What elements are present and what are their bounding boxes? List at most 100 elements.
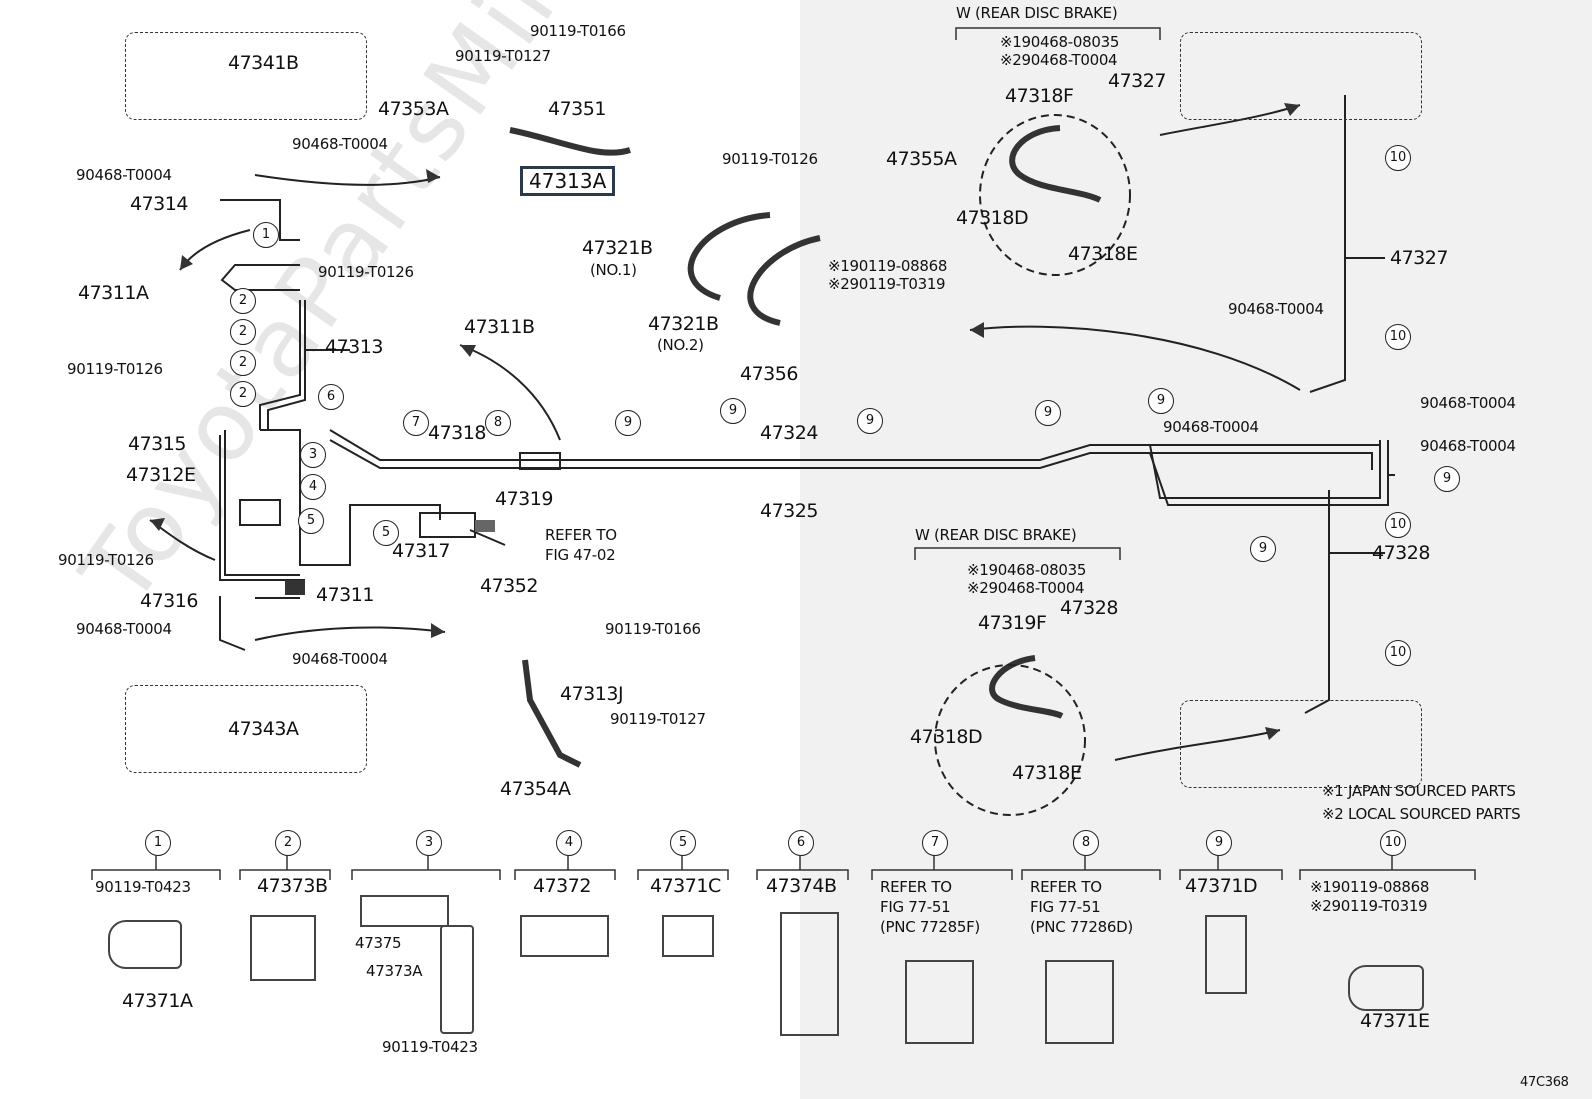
part-label[interactable]: 47318E — [1012, 762, 1082, 784]
part-label[interactable]: 47327 — [1108, 70, 1166, 92]
clip-callout[interactable]: 9 — [615, 410, 641, 436]
part-label[interactable]: 47314 — [130, 193, 188, 215]
clip-callout[interactable]: 2 — [230, 350, 256, 376]
legend-part[interactable]: 47371D — [1185, 875, 1258, 897]
part-label[interactable]: 90119-T0166 — [605, 620, 701, 638]
legend-part[interactable]: 90119-T0423 — [95, 878, 191, 896]
part-label[interactable]: 90468-T0004 — [1420, 437, 1516, 455]
legend-refer-link[interactable]: FIG 77-51 — [1030, 898, 1101, 916]
part-label[interactable]: ※290119-T0319 — [828, 275, 946, 293]
part-label[interactable]: 47319 — [495, 488, 553, 510]
part-label[interactable]: 90468-T0004 — [292, 135, 388, 153]
part-label[interactable]: ※190468-08035 — [1000, 33, 1120, 51]
part-label[interactable]: ※290468-T0004 — [1000, 51, 1118, 69]
part-label[interactable]: 47311A — [78, 282, 149, 304]
legend-part[interactable]: 47373B — [257, 875, 328, 897]
clip-callout[interactable]: 10 — [1385, 512, 1411, 538]
part-label[interactable]: 47341B — [228, 52, 299, 74]
part-label[interactable]: 47319F — [978, 612, 1047, 634]
clip-callout[interactable]: 10 — [1385, 324, 1411, 350]
part-label[interactable]: 47318D — [956, 207, 1029, 229]
clip-callout[interactable]: 5 — [298, 508, 324, 534]
clip-callout[interactable]: 9 — [1434, 466, 1460, 492]
part-label[interactable]: 47325 — [760, 500, 818, 522]
part-label[interactable]: ※190119-08868 — [828, 257, 948, 275]
part-label[interactable]: 47327 — [1390, 247, 1448, 269]
part-label[interactable]: 90119-T0166 — [530, 22, 626, 40]
part-label[interactable]: 47356 — [740, 363, 798, 385]
part-label[interactable]: 47354A — [500, 778, 571, 800]
clip-callout[interactable]: 3 — [300, 442, 326, 468]
legend-part[interactable]: ※190119-08868 — [1310, 878, 1430, 896]
part-label[interactable]: 90119-T0127 — [455, 47, 551, 65]
part-label[interactable]: 47352 — [480, 575, 538, 597]
clip-callout[interactable]: 8 — [485, 410, 511, 436]
legend-number: 1 — [145, 830, 171, 856]
part-label[interactable]: 47343A — [228, 718, 299, 740]
part-label[interactable]: 47313J — [560, 683, 624, 705]
part-label[interactable]: 47321B — [582, 237, 653, 259]
part-label[interactable]: 47328 — [1060, 597, 1118, 619]
legend-part[interactable]: 47372 — [533, 875, 591, 897]
part-label[interactable]: 47312E — [126, 464, 196, 486]
clip-callout[interactable]: 10 — [1385, 640, 1411, 666]
part-label[interactable]: ※290468-T0004 — [967, 579, 1085, 597]
part-label[interactable]: 47355A — [886, 148, 957, 170]
part-label[interactable]: 47313 — [325, 336, 383, 358]
refer-link[interactable]: FIG 47-02 — [545, 546, 616, 564]
clip-callout[interactable]: 7 — [403, 410, 429, 436]
clip-callout[interactable]: 2 — [230, 381, 256, 407]
part-label[interactable]: 47318 — [428, 422, 486, 444]
part-label[interactable]: 47316 — [140, 590, 198, 612]
section-title-rear-disc-1: W (REAR DISC BRAKE) — [956, 4, 1118, 22]
legend-part[interactable]: 47371E — [1360, 1010, 1430, 1032]
part-label[interactable]: 90468-T0004 — [1228, 300, 1324, 318]
part-label[interactable]: 47318E — [1068, 243, 1138, 265]
legend-part[interactable]: 47371C — [650, 875, 721, 897]
part-label[interactable]: 90119-T0126 — [58, 551, 154, 569]
part-label[interactable]: 47351 — [548, 98, 606, 120]
part-label[interactable]: 47318F — [1005, 85, 1074, 107]
part-label[interactable]: 47311 — [316, 584, 374, 606]
part-label[interactable]: 90119-T0127 — [610, 710, 706, 728]
part-label[interactable]: 47315 — [128, 433, 186, 455]
clip-callout[interactable]: 9 — [1250, 536, 1276, 562]
clip-callout[interactable]: 2 — [230, 288, 256, 314]
part-label[interactable]: 90119-T0126 — [722, 150, 818, 168]
legend-part[interactable]: 47371A — [122, 990, 193, 1012]
part-label[interactable]: 47321B — [648, 313, 719, 335]
part-label[interactable]: 90119-T0126 — [67, 360, 163, 378]
legend-part[interactable]: ※290119-T0319 — [1310, 897, 1428, 915]
note-local: ※2 LOCAL SOURCED PARTS — [1322, 805, 1521, 823]
part-label[interactable]: 90468-T0004 — [1420, 394, 1516, 412]
part-label[interactable]: 47311B — [464, 316, 535, 338]
part-label[interactable]: 90468-T0004 — [76, 620, 172, 638]
part-label[interactable]: 47318D — [910, 726, 983, 748]
clip-callout[interactable]: 1 — [253, 222, 279, 248]
part-label[interactable]: 47317 — [392, 540, 450, 562]
clip-callout[interactable]: 9 — [857, 408, 883, 434]
clip-callout[interactable]: 10 — [1385, 145, 1411, 171]
clip-callout[interactable]: 9 — [720, 398, 746, 424]
legend-part[interactable]: 47373A — [366, 962, 423, 980]
part-label[interactable]: 47324 — [760, 422, 818, 444]
legend-refer-link[interactable]: FIG 77-51 — [880, 898, 951, 916]
clip-callout[interactable]: 4 — [300, 474, 326, 500]
legend-part[interactable]: 90119-T0423 — [382, 1038, 478, 1056]
part-label[interactable]: 90468-T0004 — [76, 166, 172, 184]
part-label[interactable]: ※190468-08035 — [967, 561, 1087, 579]
part-label[interactable]: 90119-T0126 — [318, 263, 414, 281]
part-label[interactable]: 90468-T0004 — [292, 650, 388, 668]
clip-callout[interactable]: 6 — [318, 384, 344, 410]
part-label[interactable]: 47353A — [378, 98, 449, 120]
part-label[interactable]: 90468-T0004 — [1163, 418, 1259, 436]
clip-callout[interactable]: 9 — [1148, 388, 1174, 414]
legend-part[interactable]: 47375 — [355, 934, 402, 952]
legend-part[interactable]: 47374B — [766, 875, 837, 897]
clip-callout[interactable]: 9 — [1035, 400, 1061, 426]
part-label[interactable]: 47328 — [1372, 542, 1430, 564]
clip-callout[interactable]: 2 — [230, 319, 256, 345]
highlighted-part-47313A[interactable]: 47313A — [520, 166, 616, 196]
clip-callout[interactable]: 5 — [373, 520, 399, 546]
note-japan: ※1 JAPAN SOURCED PARTS — [1322, 782, 1516, 800]
